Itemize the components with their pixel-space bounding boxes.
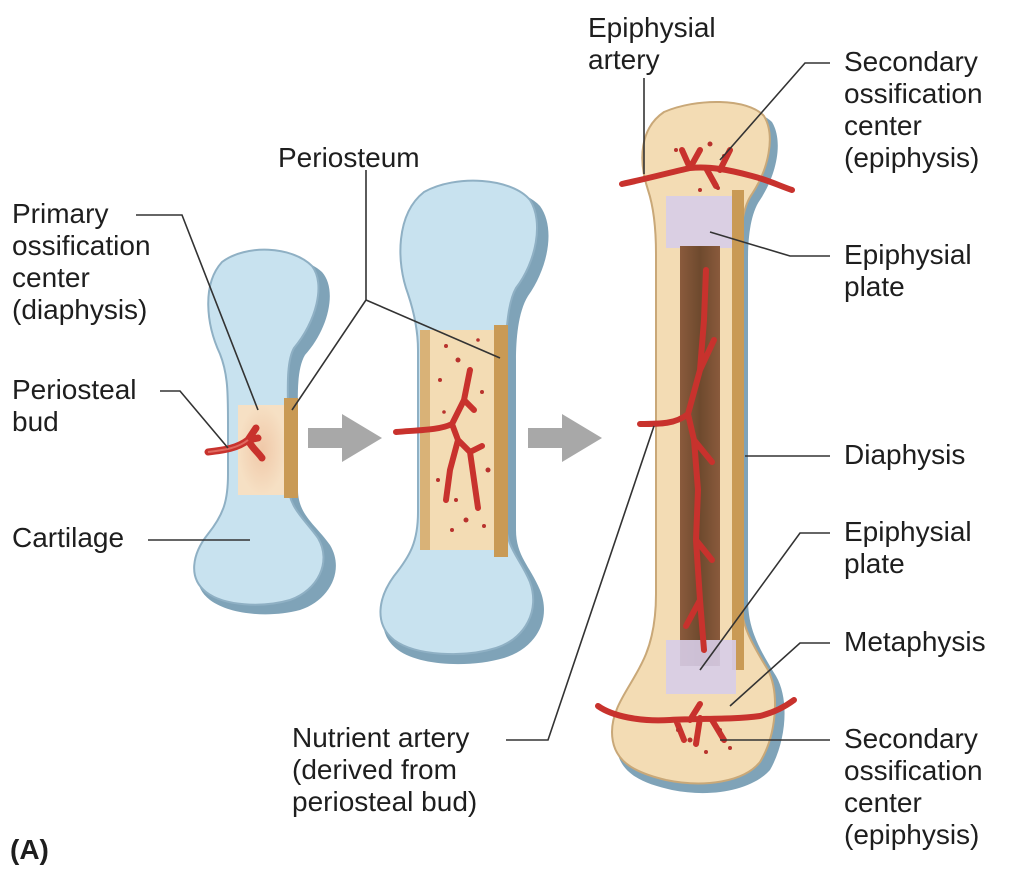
label-line: center (12, 262, 151, 294)
periosteum-collar (284, 398, 298, 498)
mature-bone (598, 102, 794, 793)
label-line: (epiphysis) (844, 142, 983, 174)
label-line: Primary (12, 198, 151, 230)
label-secondary-ossification-center-bottom: Secondary ossification center (epiphysis… (844, 723, 983, 851)
label-metaphysis: Metaphysis (844, 626, 986, 658)
bone3-periosteum (732, 190, 744, 670)
label-diaphysis: Diaphysis (844, 439, 965, 471)
label-line: Diaphysis (844, 439, 965, 471)
leader-periosteal-bud (160, 391, 228, 448)
arrow-1 (308, 414, 382, 462)
label-primary-ossification-center: Primary ossification center (diaphysis) (12, 198, 151, 326)
label-line: Metaphysis (844, 626, 986, 658)
label-line: ossification (844, 78, 983, 110)
label-epiphysial-artery: Epiphysial artery (588, 12, 716, 76)
arrow-2 (528, 414, 602, 462)
label-periosteum: Periosteum (278, 142, 420, 174)
label-line: ossification (12, 230, 151, 262)
label-line: ossification (844, 755, 983, 787)
label-line: (diaphysis) (12, 294, 151, 326)
bone2-periosteum (494, 325, 508, 557)
label-line: Epiphysial (588, 12, 716, 44)
figure-tag: (A) (10, 834, 49, 866)
label-line: Epiphysial (844, 516, 972, 548)
label-line: (derived from (292, 754, 477, 786)
label-line: center (844, 787, 983, 819)
label-periosteal-bud: Periosteal bud (12, 374, 137, 438)
label-epiphysial-plate-bottom: Epiphysial plate (844, 516, 972, 580)
bone3-epiphysial-plate-top (666, 196, 732, 248)
label-line: Secondary (844, 723, 983, 755)
label-line: Secondary (844, 46, 983, 78)
bone2-ossified-shaft (428, 330, 498, 550)
primary-ossification-center (238, 405, 286, 495)
label-epiphysial-plate-top: Epiphysial plate (844, 239, 972, 303)
label-line: artery (588, 44, 716, 76)
label-line: plate (844, 548, 972, 580)
label-line: center (844, 110, 983, 142)
label-line: Periosteum (278, 142, 420, 174)
label-line: Epiphysial (844, 239, 972, 271)
label-secondary-ossification-center-top: Secondary ossification center (epiphysis… (844, 46, 983, 174)
bone2-periosteum-left (420, 330, 430, 550)
label-nutrient-artery: Nutrient artery (derived from periosteal… (292, 722, 477, 818)
label-line: periosteal bud) (292, 786, 477, 818)
label-line: Cartilage (12, 522, 124, 554)
developing-bone (380, 181, 548, 664)
label-line: (epiphysis) (844, 819, 983, 851)
label-line: Periosteal (12, 374, 137, 406)
label-cartilage: Cartilage (12, 522, 124, 554)
label-line: plate (844, 271, 972, 303)
label-line: Nutrient artery (292, 722, 477, 754)
label-line: bud (12, 406, 137, 438)
